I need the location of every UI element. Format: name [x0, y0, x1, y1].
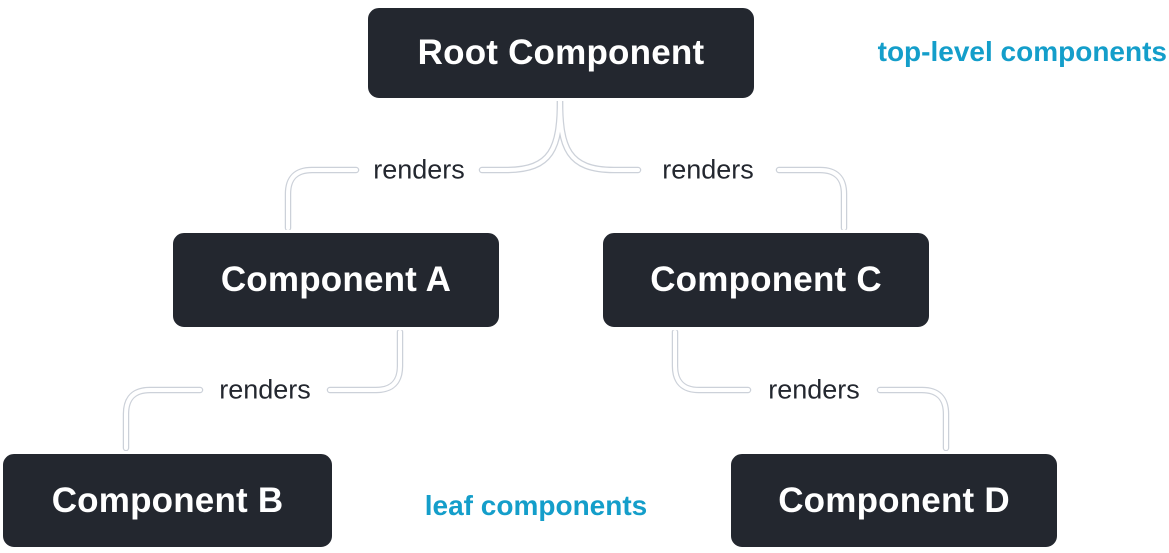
- node-a-label: Component A: [220, 260, 452, 299]
- node-component-d: Component D: [728, 451, 1060, 550]
- edge-label-root-to-c: renders: [662, 154, 754, 185]
- node-c-label: Component C: [650, 260, 882, 299]
- annotation-top-level-components: top-level components: [877, 36, 1167, 67]
- edge-label-a-to-b: renders: [219, 374, 311, 405]
- annotation-leaf-components: leaf components: [424, 490, 648, 521]
- node-component-a: Component A: [170, 230, 502, 330]
- connector-core: [124, 98, 948, 450]
- node-d-label: Component D: [778, 480, 1010, 520]
- edge-label-c-to-d: renders: [768, 374, 860, 405]
- node-root-label: Root Component: [417, 33, 705, 72]
- node-component-c: Component C: [600, 230, 932, 330]
- edge-label-root-to-a: renders: [373, 154, 465, 185]
- node-b-label: Component B: [51, 480, 284, 520]
- node-component-b: Component B: [0, 451, 335, 550]
- node-root-component: Root Component: [365, 5, 757, 101]
